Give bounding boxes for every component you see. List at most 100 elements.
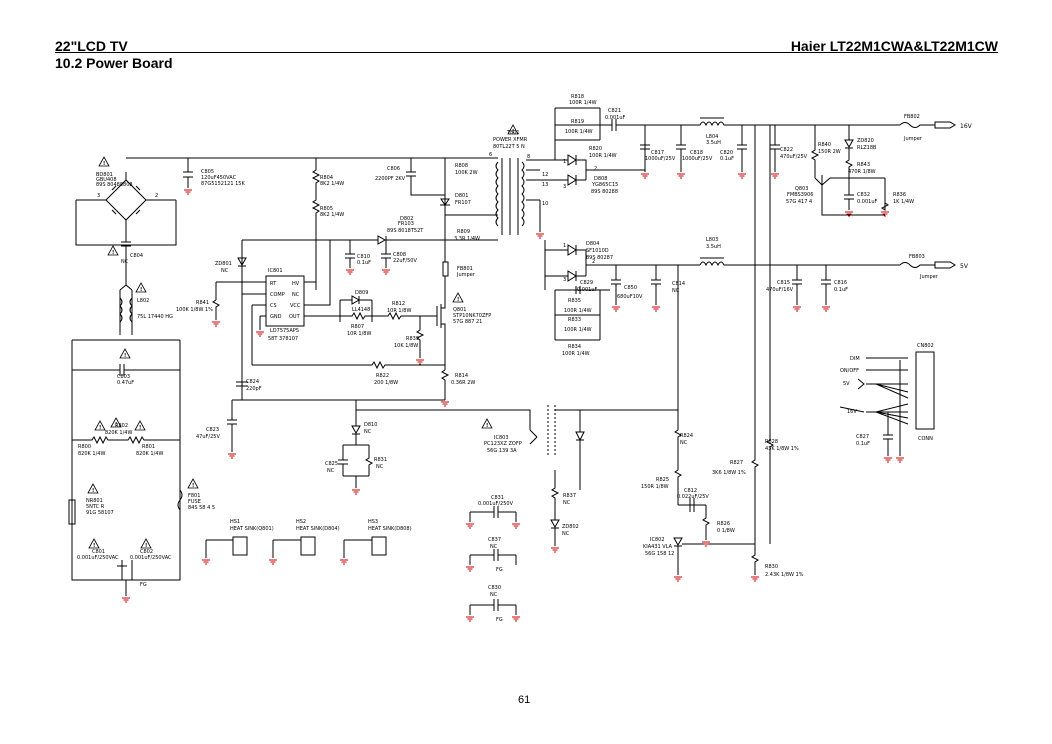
ic803-ref: IC803	[494, 435, 509, 441]
ic801-pin-hv: HV	[292, 281, 300, 287]
fg-label: FG	[496, 617, 503, 623]
q803-ref: Q803	[795, 186, 808, 192]
r802-value: 820K 1/4W	[105, 430, 132, 436]
d804-value: SF1010D	[586, 248, 609, 254]
svg-text:1: 1	[563, 243, 566, 249]
nr801-value: 5NTC R	[86, 504, 105, 510]
c802-value: 0.001uF/250VAC	[130, 555, 172, 561]
resistor-r841: R841 100K 1/8W 1%	[176, 299, 221, 327]
output-16v-label: 16V	[960, 123, 973, 130]
r840-value: 150R 2W	[818, 149, 841, 155]
header-model-number: Haier LT22M1CWA&LT22M1CW	[790, 38, 998, 54]
svg-text:12: 12	[542, 172, 548, 178]
output-filter-5v: C850 680uF10V C814 NC L803 3.5uH C815 47…	[611, 237, 900, 312]
ic801-code: 58T 378107	[268, 336, 298, 342]
svg-text:6: 6	[489, 152, 492, 158]
common-mode-choke-l802: L802 75L 17440 HG	[119, 282, 173, 335]
r822-value: 200 1/8W	[374, 380, 398, 386]
ic801-ref: IC801	[268, 268, 283, 274]
v5-label: 5V	[843, 381, 850, 387]
l802-value: 75L 17440 HG	[137, 314, 173, 320]
r843-ref: R843	[857, 162, 870, 168]
r841-ref: R841	[196, 300, 209, 306]
diode-d802: D802 FR103 89S 8018T52T	[316, 216, 485, 245]
r834-ref: R834	[568, 344, 581, 350]
resistor-r837-zener-zd802: R837 NC ZD802 NC	[550, 470, 579, 553]
r808-value: 100K 2W	[455, 170, 478, 176]
t801-part: 80TL22T 5 N	[493, 144, 525, 150]
c810-value: 0.1uF	[357, 260, 371, 266]
hs2-value: HEAT SINK(D804)	[296, 526, 340, 532]
r812-value: 10R 1/8W	[387, 308, 411, 314]
capacitors-c801-c802: C801 0.001uF/250VAC C802 0.001uF/250VAC …	[71, 538, 181, 603]
bd801-code: 89S 80488808	[96, 182, 133, 188]
fg-label: FG	[140, 582, 147, 588]
cn802-label: CONN	[918, 436, 933, 442]
r841-value: 100K 1/8W 1%	[176, 307, 213, 313]
d808-ref: D808	[594, 176, 607, 182]
r843-value: 470R 1/8W	[848, 169, 876, 175]
zd802-value: NC	[562, 531, 570, 537]
r800-ref: R800	[78, 444, 91, 450]
c831-value: 0.001uF/250V	[478, 501, 514, 507]
regulation-ic802: R824 NC R825 150R 1/8W C812 0.022uF/25V …	[555, 125, 804, 582]
c817-value: 1000uF/25V	[645, 156, 676, 162]
c820-value: 0.1uF	[720, 156, 734, 162]
c827-ref: C827	[856, 434, 869, 440]
c831-ref: C831	[491, 495, 504, 501]
r830-value: 2.43K 1/8W 1%	[765, 572, 804, 578]
r807-ref: R807	[351, 324, 364, 330]
c820-ref: C820	[720, 150, 733, 156]
c818-ref: C818	[690, 150, 703, 156]
mosfet-q801: Q801 STP10NK70ZFP 57G 887 21	[420, 290, 491, 370]
resistors-r822-r814: R822 200 1/8W R814 0.36R 2W	[252, 360, 475, 407]
r835-value: 100R 1/4W	[564, 308, 592, 314]
warning-icon	[94, 420, 106, 432]
output-5v-jumper: FB803 Jumper 5V	[899, 254, 969, 280]
r835-ref: R835	[568, 298, 581, 304]
heat-sinks: HS1 HEAT SINK(Q801) HS2 HEAT SINK(D804) …	[201, 519, 412, 565]
c804-ref: C804	[130, 253, 143, 259]
c832-value: 0.001uF	[857, 199, 877, 205]
warning-icon	[98, 156, 110, 168]
svg-text:8: 8	[527, 154, 530, 160]
t801-type: POWER XFMR	[493, 137, 528, 143]
c824-ref: C824	[246, 379, 259, 385]
ic801-pin-rt: RT	[270, 281, 277, 287]
section-title: 10.2 Power Board	[55, 55, 173, 71]
c805-value: 120uF450VAC	[201, 175, 237, 181]
r826-ref: R826	[717, 521, 730, 527]
zd802-ref: ZD802	[562, 524, 579, 530]
r826-value: 0 1/8W	[717, 528, 735, 534]
c837-value: NC	[490, 544, 498, 550]
ic801-pin-gnd: GND	[270, 314, 282, 320]
c801-value: 0.001uF/250VAC	[77, 555, 119, 561]
connector-cn802: CN802 CONN DIM ON/OFF 5V 16V C827 0.1uF	[839, 343, 935, 463]
r802-ref: R802	[115, 423, 128, 429]
r804-ref: R804	[320, 175, 333, 181]
ic801-part: LD7575APS	[270, 328, 299, 334]
resistor-r808-diode-d801: R808 100K 2W D801 FR107	[440, 158, 478, 215]
zd820-value: RLZ18B	[857, 145, 877, 151]
ic801-pin-out: OUT	[289, 314, 301, 320]
warning-icon	[135, 282, 147, 294]
c804-value: NC	[121, 259, 129, 265]
output-filter-16v: C817 1000uF/25V C818 1000uF/25V L804 3.5…	[640, 117, 900, 179]
r840-ref: R840	[818, 142, 831, 148]
r824-ref: R824	[680, 433, 693, 439]
ic803-code: 56G 139 3A	[487, 448, 517, 454]
d808-value: YG865C15	[591, 182, 618, 188]
c822-ref: C822	[780, 147, 793, 153]
warning-icon	[107, 245, 119, 257]
header-model-title: 22"LCD TV	[55, 38, 128, 54]
q801-ref: Q801	[453, 307, 466, 313]
c829-ref: C829	[580, 280, 593, 286]
output-5v-label: 5V	[960, 263, 969, 270]
c812-ref: C812	[684, 488, 697, 494]
resistors-r804-r805: R804 8K2 1/4W R805 8K2 1/4W	[188, 157, 445, 290]
warning-icon	[119, 348, 131, 360]
q801-code: 57G 887 21	[453, 319, 482, 325]
d808-code: 89S 80288	[591, 189, 618, 195]
q803-code: 57G 417 4	[786, 199, 812, 205]
